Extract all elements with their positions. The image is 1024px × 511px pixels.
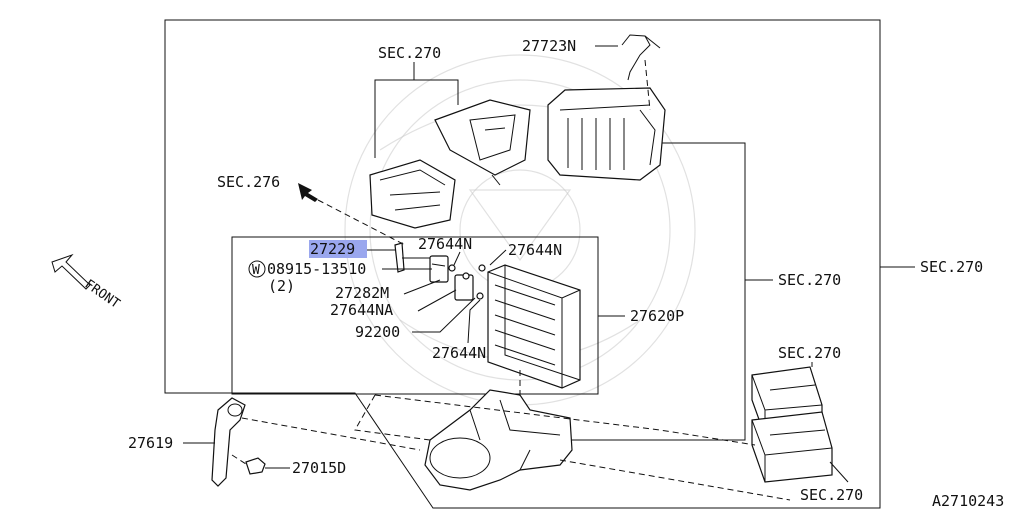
front-label: FRONT bbox=[82, 277, 123, 312]
expansion-valve-group bbox=[394, 242, 486, 301]
bolt-qty-label: (2) bbox=[268, 277, 295, 295]
harness-27723n bbox=[621, 34, 661, 81]
part-92200-label: 92200 bbox=[355, 323, 400, 341]
part-27282m-label: 27282M bbox=[335, 284, 389, 302]
part-27619-label: 27619 bbox=[128, 434, 173, 452]
evaporator-core bbox=[487, 264, 581, 389]
leader-27644n-a bbox=[453, 251, 461, 266]
leader-27723n-dash bbox=[644, 59, 651, 111]
part-27723n-label: 27723N bbox=[522, 37, 576, 55]
clip-27015d bbox=[245, 457, 266, 475]
sec276-label: SEC.276 bbox=[217, 173, 280, 191]
sec270-top-label: SEC.270 bbox=[378, 44, 441, 62]
outer-boundary bbox=[164, 19, 881, 509]
filter-dash-connector-a bbox=[354, 394, 431, 441]
sec270-filter-top-label: SEC.270 bbox=[778, 344, 841, 362]
blower-case-lower bbox=[424, 389, 573, 491]
part-27015d-label: 27015D bbox=[292, 459, 346, 477]
leader-92200 bbox=[412, 297, 476, 333]
part-27644n-label-c: 27644N bbox=[432, 344, 486, 362]
leader-27644na bbox=[417, 289, 457, 312]
leader-27644n-b bbox=[489, 249, 507, 266]
leader-sec276-dash bbox=[317, 199, 406, 246]
leader-filter-bottom bbox=[829, 461, 849, 483]
leader-27282m bbox=[403, 279, 441, 295]
hose-dash-connector bbox=[241, 417, 421, 451]
ac-case-upper bbox=[547, 87, 666, 181]
part-08915-label: 08915-13510 bbox=[267, 260, 366, 278]
part-27229-highlight bbox=[309, 240, 367, 258]
part-27229-label[interactable]: 27229 bbox=[310, 240, 355, 258]
reference-code: A2710243 bbox=[932, 492, 1004, 510]
drain-hose-27619 bbox=[211, 397, 246, 487]
filter-dash-connector-c bbox=[559, 459, 791, 501]
part-27644n-label-a: 27644N bbox=[418, 235, 472, 253]
bolt-w-circle bbox=[248, 260, 266, 278]
leader-blower-case bbox=[572, 280, 746, 441]
sec270-top-bracket bbox=[374, 62, 459, 158]
air-duct-upper bbox=[369, 99, 531, 229]
sec270-right-label: SEC.270 bbox=[920, 258, 983, 276]
front-arrow-icon bbox=[51, 253, 91, 290]
filter-dash-connector-b bbox=[374, 394, 756, 446]
leader-ac-case bbox=[662, 142, 773, 281]
sec276-arrow-icon bbox=[298, 183, 318, 202]
bolt-w-symbol: W bbox=[252, 263, 260, 278]
filter-cartridge-bottom bbox=[751, 411, 833, 483]
leader-27644n-c bbox=[467, 299, 481, 344]
sec270-mid-label: SEC.270 bbox=[778, 271, 841, 289]
part-27620p-label: 27620P bbox=[630, 307, 684, 325]
clip-dash-connector bbox=[231, 454, 247, 465]
part-27644n-label-b: 27644N bbox=[508, 241, 562, 259]
part-27644na-label: 27644NA bbox=[330, 301, 393, 319]
sec270-filter-bottom-label: SEC.270 bbox=[800, 486, 863, 504]
